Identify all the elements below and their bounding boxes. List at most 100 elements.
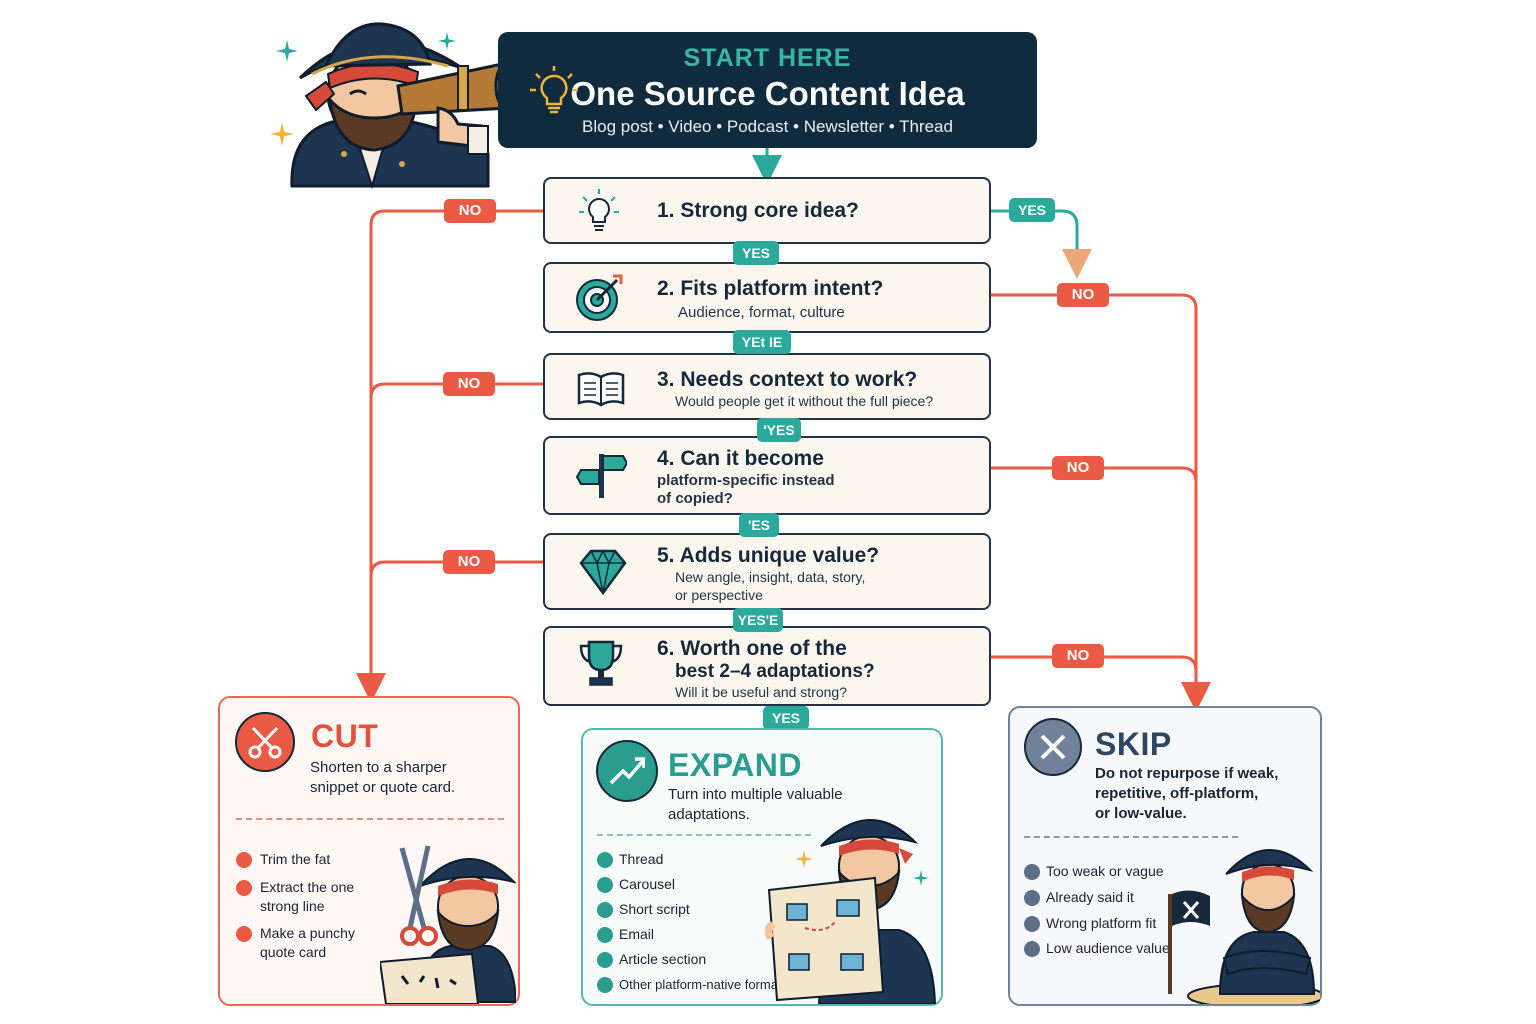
check-icon — [597, 927, 613, 943]
no-label: NO — [443, 372, 495, 396]
step-5-unique-value: 5. Adds unique value? New angle, insight… — [543, 533, 991, 610]
trend-up-icon-badge — [596, 740, 658, 802]
step-detail-line2: or perspective — [675, 587, 763, 603]
no-label: NO — [443, 550, 495, 574]
expand-item: Carousel — [619, 876, 676, 892]
x-circle-icon — [1024, 916, 1040, 932]
check-icon — [236, 852, 252, 868]
pirate-flag-illustration — [1168, 849, 1320, 1004]
outcome-cut-card: CUT Shorten to a sharper snippet or quot… — [218, 696, 520, 1006]
yes-label: YEt IE — [733, 330, 791, 354]
step-3-needs-context: 3. Needs context to work? Would people g… — [543, 353, 991, 420]
cut-item: quote card — [260, 944, 327, 960]
step-question-line1: 6. Worth one of the — [657, 637, 847, 660]
cut-item: Trim the fat — [260, 851, 331, 867]
signpost-icon — [575, 454, 627, 498]
step-question: 5. Adds unique value? — [657, 544, 880, 567]
skip-description-line1: Do not repurpose if weak, — [1095, 765, 1279, 782]
skip-item: Too weak or vague — [1046, 863, 1164, 879]
step-4-platform-specific: 4. Can it become platform-specific inste… — [543, 436, 991, 515]
sparkle-icon — [913, 870, 929, 886]
yes-label: YES — [733, 241, 779, 265]
sparkle-icon — [795, 850, 813, 868]
sparkle-icon — [270, 122, 294, 146]
step-detail-line1: New angle, insight, data, story, — [675, 569, 866, 585]
expand-item: Email — [619, 926, 655, 942]
cut-item: Make a punchy — [260, 925, 355, 941]
outcome-expand-card: EXPAND Turn into multiple valuable adapt… — [581, 728, 943, 1006]
x-circle-icon — [1024, 864, 1040, 880]
scissors-icon — [248, 726, 282, 759]
expand-description-line2: adaptations. — [668, 806, 750, 823]
skip-item: Wrong platform fit — [1046, 915, 1157, 931]
x-mark-icon-badge — [1024, 718, 1082, 776]
lightbulb-icon — [530, 66, 578, 114]
check-icon — [597, 902, 613, 918]
target-icon — [576, 274, 623, 321]
skip-description-line2: repetitive, off-platform, — [1095, 785, 1259, 802]
yes-label: 'YES — [757, 418, 801, 442]
divider — [1024, 836, 1238, 838]
step-question-line2: platform-specific instead — [657, 472, 835, 489]
step-2-fits-platform-intent: 2. Fits platform intent? Audience, forma… — [543, 262, 991, 333]
cut-description-line1: Shorten to a sharper — [310, 759, 447, 776]
skip-item: Already said it — [1046, 889, 1134, 905]
expand-item: Article section — [619, 951, 707, 967]
trophy-icon — [579, 640, 623, 686]
step-question: 1. Strong core idea? — [657, 199, 859, 222]
x-circle-icon — [1024, 941, 1040, 957]
expand-item: Short script — [619, 901, 690, 917]
skip-item: Low audience value — [1046, 940, 1170, 956]
yes-label: YES'E — [733, 608, 783, 632]
start-subtitle: Blog post • Video • Podcast • Newsletter… — [582, 117, 953, 136]
cut-item: strong line — [260, 898, 325, 914]
check-icon — [597, 852, 613, 868]
check-icon — [236, 926, 252, 942]
step-detail: Will it be useful and strong? — [675, 684, 847, 700]
yes-label: YES — [1009, 198, 1055, 222]
check-icon — [236, 880, 252, 896]
sparkle-icon — [438, 32, 456, 50]
yes-label: 'ES — [739, 513, 779, 537]
expand-item: Thread — [619, 851, 664, 867]
scissors-icon-badge — [235, 712, 295, 772]
x-mark-icon — [1040, 734, 1066, 760]
open-book-icon — [577, 372, 625, 407]
pirate-spyglass-illustration — [290, 22, 518, 190]
start-title: One Source Content Idea — [570, 75, 965, 112]
start-kicker: START HERE — [683, 44, 852, 72]
check-icon — [597, 977, 613, 993]
check-icon — [597, 952, 613, 968]
x-circle-icon — [1024, 890, 1040, 906]
lightbulb-icon — [579, 189, 619, 231]
step-6-worth-adaptation: 6. Worth one of the best 2–4 adaptations… — [543, 626, 991, 706]
diamond-icon — [579, 549, 627, 596]
step-1-strong-core-idea: 1. Strong core idea? — [543, 177, 991, 244]
start-box: START HERE One Source Content Idea Blog … — [498, 32, 1037, 148]
sparkle-icon — [276, 40, 298, 62]
outcome-skip-card: SKIP Do not repurpose if weak, repetitiv… — [1008, 706, 1322, 1006]
cut-title: CUT — [311, 718, 379, 754]
pirate-scissors-illustration — [380, 845, 516, 1004]
divider — [236, 818, 504, 820]
skip-description-line3: or low-value. — [1095, 805, 1187, 822]
skip-title: SKIP — [1095, 726, 1172, 762]
check-icon — [597, 877, 613, 893]
step-question: 2. Fits platform intent? — [657, 277, 884, 300]
step-question-line1: 4. Can it become — [657, 447, 824, 470]
cut-item: Extract the one — [260, 879, 355, 895]
cut-description-line2: snippet or quote card. — [310, 779, 456, 796]
step-question: 3. Needs context to work? — [657, 368, 918, 391]
pirate-map-illustration — [765, 819, 937, 1004]
expand-description-line1: Turn into multiple valuable — [668, 786, 843, 803]
divider — [597, 834, 811, 836]
no-label: NO — [1052, 644, 1104, 668]
yes-label: YES — [763, 706, 809, 730]
no-label: NO — [1052, 456, 1104, 480]
step-question-line2: best 2–4 adaptations? — [675, 661, 875, 682]
no-label: NO — [1057, 283, 1109, 307]
expand-title: EXPAND — [668, 747, 802, 783]
step-question-line3: of copied? — [657, 490, 733, 507]
no-label: NO — [444, 199, 496, 223]
